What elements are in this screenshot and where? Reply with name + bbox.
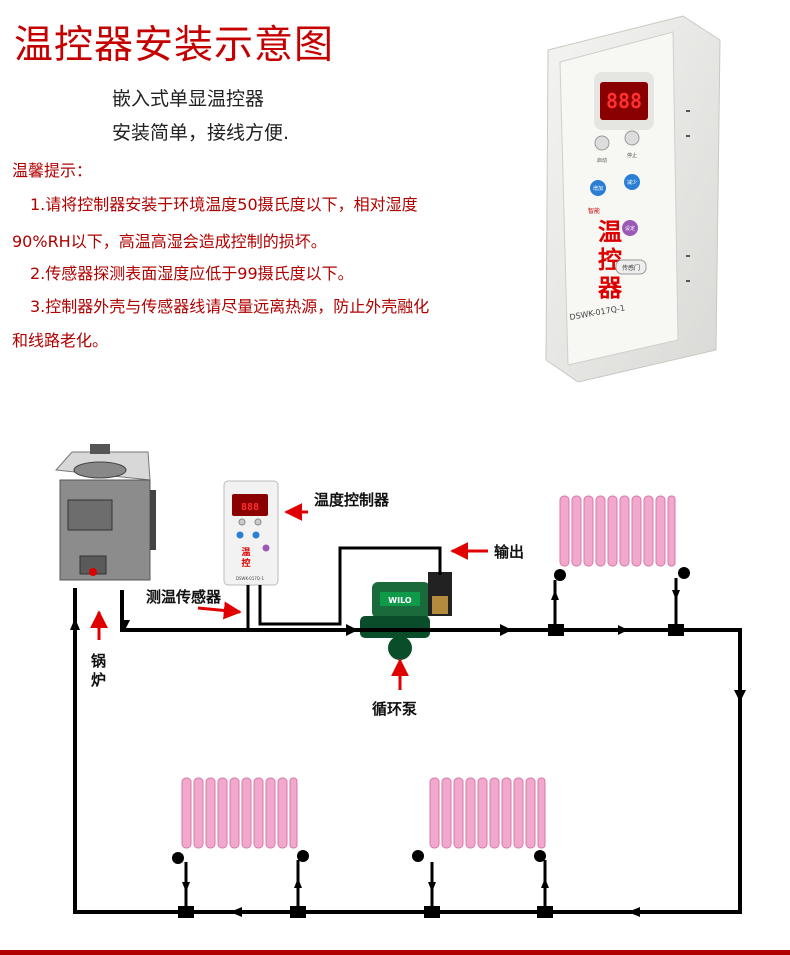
flow-arrows — [70, 590, 746, 917]
device-down-label: 减少 — [627, 179, 637, 186]
small-brand-char-2: 控 — [241, 557, 250, 569]
page-title: 温控器安装示意图 — [14, 23, 335, 68]
device-start-label: 启动 — [597, 157, 607, 164]
small-controller-illustration: 888 温 控 DSWK-017Q-1 — [223, 480, 279, 586]
tip-line-3b: 和线路老化。 — [12, 331, 109, 350]
tip-line-1b: 90%RH以下，高温高湿会造成控制的损坏。 — [12, 232, 327, 251]
radiator-top-right — [556, 492, 678, 570]
small-brand-char-1: 温 — [241, 546, 250, 558]
subtitle-product: 嵌入式单显温控器 — [112, 88, 265, 110]
tip-line-1: 1.请将控制器安装于环境温度50摄氏度以下，相对湿度 — [30, 195, 418, 214]
tips-heading: 温馨提示： — [12, 161, 93, 180]
label-temperature-controller: 温度控制器 — [314, 491, 390, 509]
thermostat-device-photo: 888 启动 停止 增加 减少 设定 智能 温 控 器 传感门 DSWK-017… — [538, 10, 728, 385]
device-display-text: 888 — [606, 89, 642, 113]
device-brand-char-3: 器 — [597, 274, 623, 302]
radiator-bottom-left — [178, 774, 300, 852]
boiler-illustration — [54, 444, 156, 581]
label-boiler: 锅炉 — [91, 652, 107, 689]
radiator-bottom-right — [426, 774, 548, 852]
circulation-pump-illustration: WILO — [360, 572, 452, 660]
device-set-label: 设定 — [625, 225, 635, 232]
tip-line-2: 2.传感器探测表面湿度应低于99摄氏度以下。 — [30, 264, 354, 283]
device-stop-label: 停止 — [627, 152, 637, 159]
small-display-text: 888 — [241, 502, 259, 513]
label-output: 输出 — [494, 543, 525, 561]
tip-line-3: 3.控制器外壳与传感器线请尽量远离热源，防止外壳融化 — [30, 297, 430, 316]
bottom-divider — [0, 950, 790, 955]
label-circulation-pump: 循环泵 — [372, 700, 418, 718]
device-brand-small: 智能 — [588, 207, 600, 215]
pump-brand: WILO — [388, 596, 412, 605]
pipe-fittings — [172, 567, 690, 918]
device-up-label: 增加 — [593, 185, 603, 192]
device-brand-char-1: 温 — [598, 218, 622, 246]
callout-arrows — [90, 503, 488, 690]
device-sensor-label: 传感门 — [622, 264, 640, 272]
subtitle-feature: 安装简单，接线方便. — [112, 122, 290, 144]
small-model: DSWK-017Q-1 — [236, 576, 265, 581]
label-temperature-sensor: 测温传感器 — [146, 588, 222, 606]
